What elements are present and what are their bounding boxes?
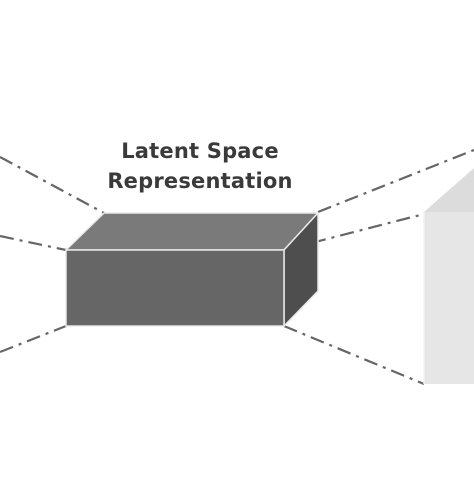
decoder-block-top xyxy=(424,168,474,212)
latent-space-label-line-2: Representation xyxy=(107,169,293,193)
projection-lines xyxy=(0,148,474,386)
projection-line-left-top xyxy=(0,156,105,214)
projection-line-left-middle xyxy=(0,234,67,252)
projection-line-right-bottom xyxy=(283,324,425,386)
decoder-block-front xyxy=(424,212,474,384)
projection-line-left-bottom xyxy=(0,324,67,354)
projection-line-right-middle xyxy=(283,212,425,252)
latent-space-box xyxy=(65,212,319,327)
decoder-block xyxy=(423,168,474,384)
latent-space-label: Latent Space Representation xyxy=(90,136,310,196)
latent-space-label-line-1: Latent Space xyxy=(121,139,279,163)
latent-box-top-face xyxy=(65,212,319,251)
latent-box-front-face xyxy=(65,249,285,327)
